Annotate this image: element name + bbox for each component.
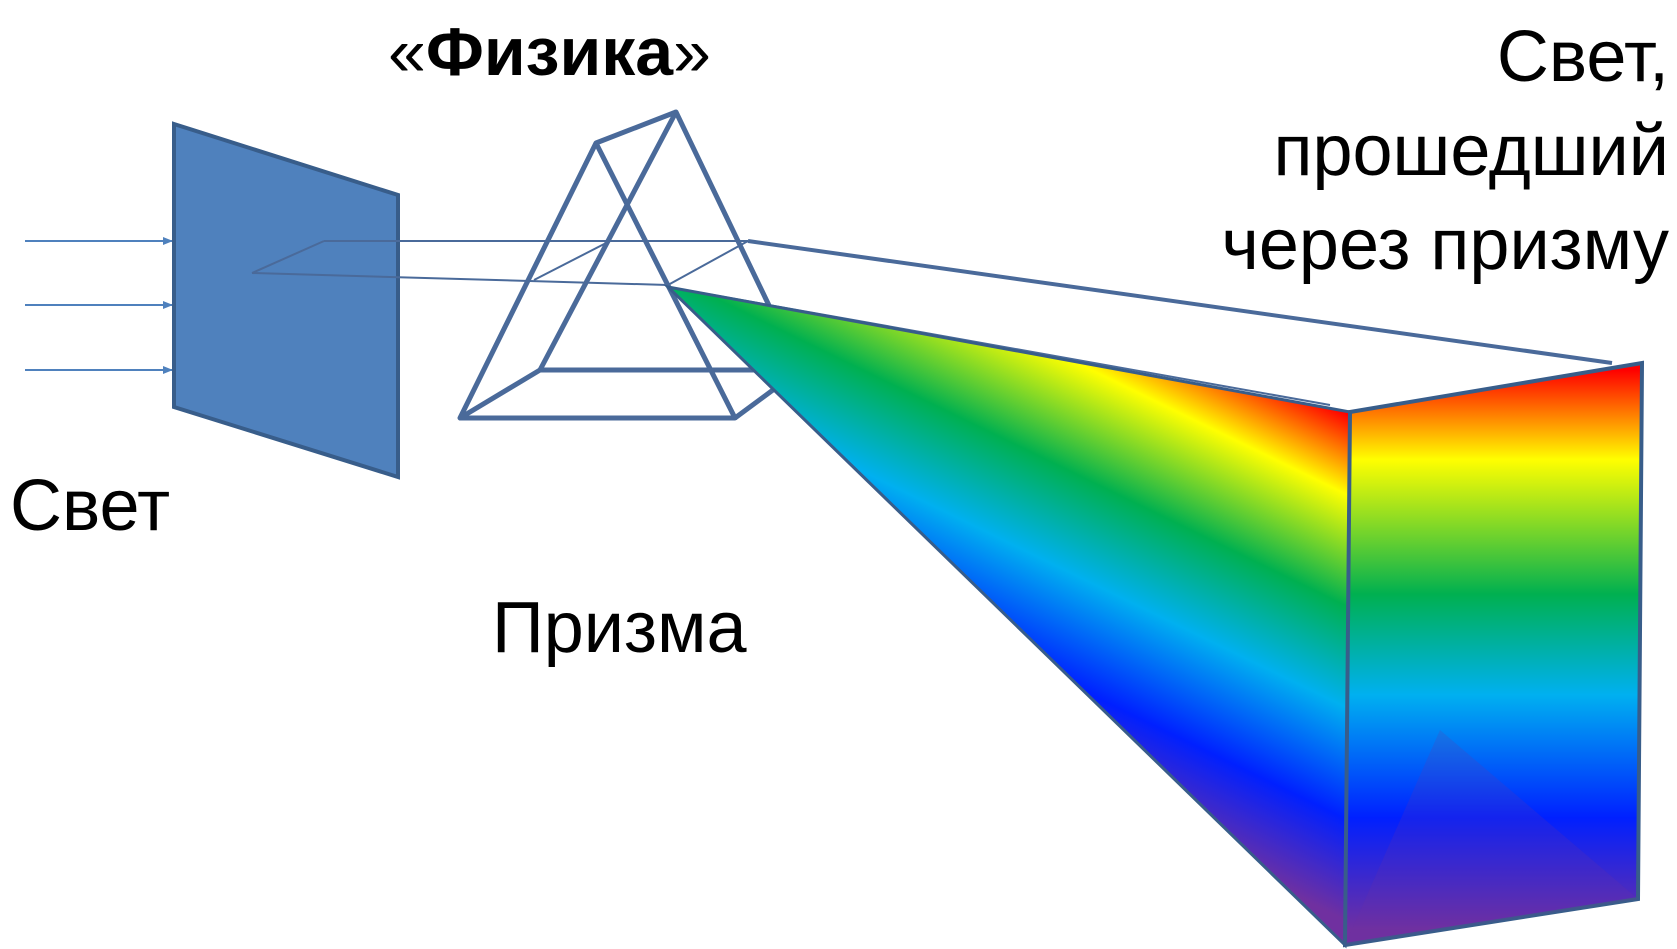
result-label-line-2: прошедший xyxy=(1273,111,1669,191)
spectrum-beam xyxy=(663,284,1352,949)
prism-wireframe xyxy=(457,109,803,421)
light-label: Свет xyxy=(10,466,171,546)
slit-screen xyxy=(172,121,400,480)
page-title: «Физика» xyxy=(388,18,711,86)
prism-label: Призма xyxy=(492,588,747,668)
title-open-quote: « xyxy=(388,14,426,90)
title-word: Физика xyxy=(425,14,674,90)
result-label-line-3: через призму xyxy=(1221,205,1669,285)
spectrum-face xyxy=(1342,360,1645,948)
spectrum-face-shade xyxy=(1345,730,1638,945)
result-label: Свет, прошедший через призму xyxy=(969,10,1669,292)
title-close-quote: » xyxy=(673,14,711,90)
result-label-line-1: Свет, xyxy=(1496,17,1669,97)
